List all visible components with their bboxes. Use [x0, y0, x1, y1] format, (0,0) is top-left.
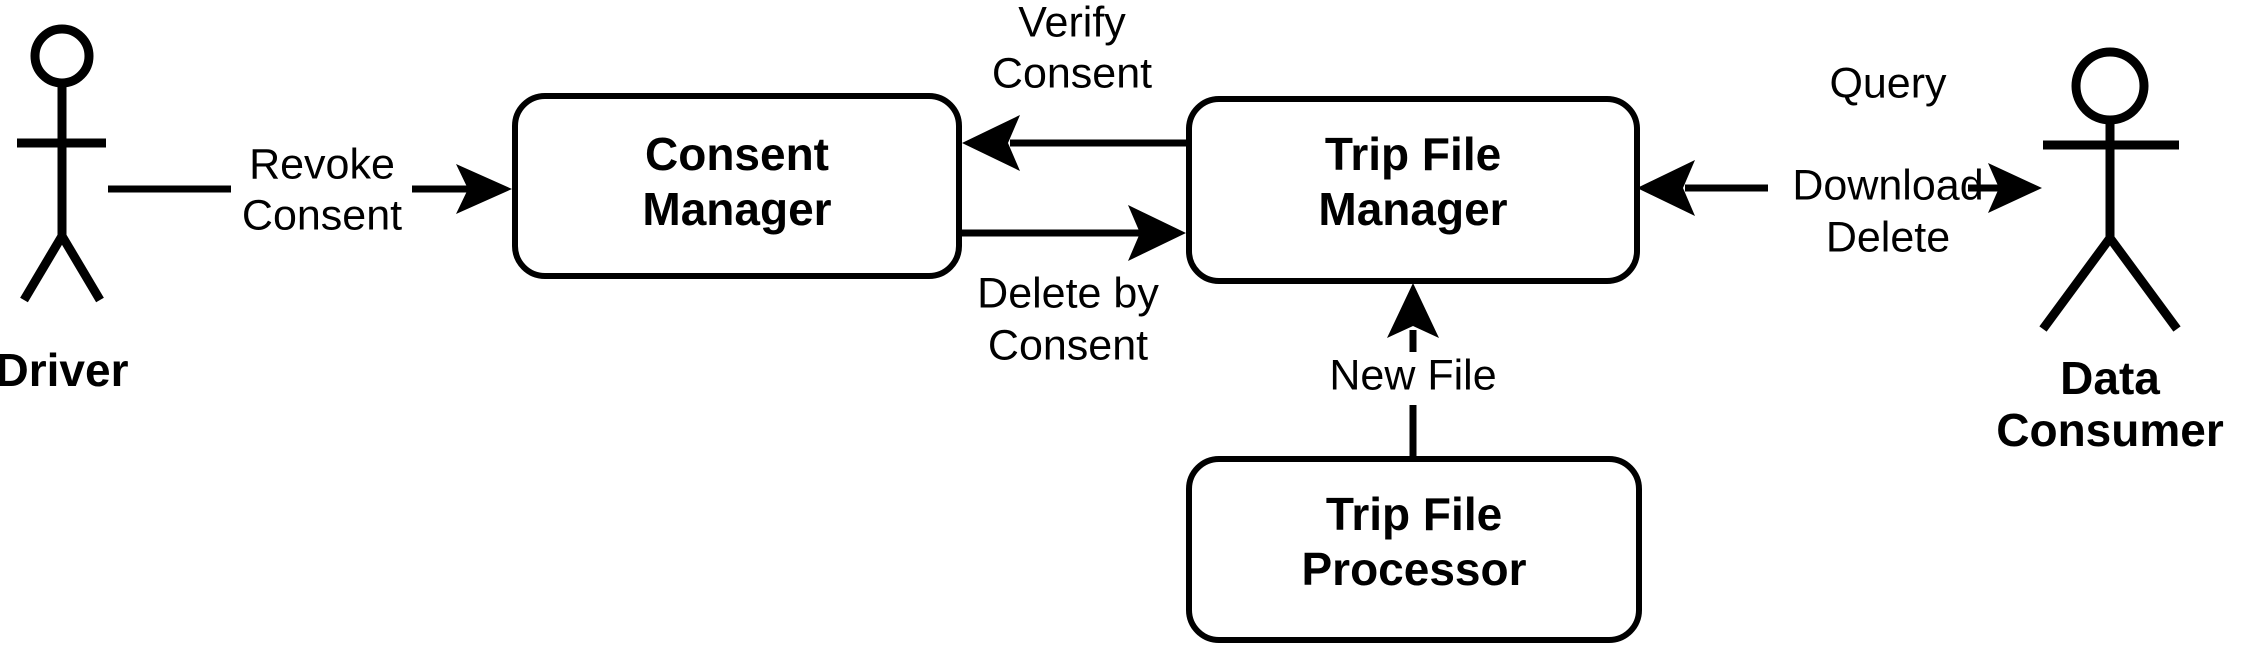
node-trip-file-processor[interactable]: Trip File Processor: [1186, 456, 1642, 643]
edge-revoke-consent[interactable]: Revoke Consent: [108, 140, 512, 239]
query-download-delete-right-arrowhead-icon: [1988, 163, 2042, 213]
trip-file-manager-label-line2: Manager: [1318, 183, 1507, 235]
verify-consent-arrowhead-icon: [962, 115, 1020, 171]
data-consumer-head-icon: [2071, 47, 2149, 125]
edge-delete-by-consent[interactable]: Delete by Consent: [962, 205, 1186, 369]
data-consumer-right-leg-icon: [2106, 235, 2181, 332]
edge-verify-consent[interactable]: Verify Consent: [962, 0, 1186, 171]
driver-left-leg-icon: [20, 233, 66, 303]
trip-file-processor-label-line2: Processor: [1301, 543, 1526, 595]
trip-file-processor-label-line1: Trip File: [1326, 488, 1502, 540]
actor-data-consumer-label-line2: Consumer: [1996, 404, 2224, 456]
edge-revoke-consent-label-line1: Revoke: [249, 140, 395, 188]
trip-file-processor-box: [1186, 456, 1642, 643]
edge-query-download-delete[interactable]: Query Download Delete: [1637, 59, 2042, 261]
consent-manager-label-line2: Manager: [642, 183, 831, 235]
node-consent-manager[interactable]: Consent Manager: [512, 93, 962, 279]
data-consumer-left-leg-icon: [2039, 235, 2114, 332]
trip-file-manager-label-line1: Trip File: [1325, 128, 1501, 180]
driver-right-leg-icon: [58, 233, 104, 303]
query-download-delete-left-arrowhead-icon: [1637, 160, 1695, 216]
actor-data-consumer[interactable]: Data Consumer: [1996, 47, 2224, 456]
consent-manager-label-line1: Consent: [645, 128, 829, 180]
new-file-arrowhead-icon: [1387, 283, 1439, 338]
delete-by-consent-arrowhead-icon: [1128, 205, 1186, 261]
edge-new-file-label: New File: [1329, 351, 1496, 399]
edge-query-download-delete-label-line3: Delete: [1826, 213, 1950, 261]
edge-delete-by-consent-label-line2: Consent: [988, 321, 1148, 369]
edge-new-file[interactable]: New File: [1329, 283, 1497, 457]
revoke-consent-arrowhead-icon: [456, 164, 512, 214]
actor-driver-label: Driver: [0, 344, 129, 396]
actor-driver[interactable]: Driver: [0, 24, 129, 396]
consent-manager-box: [512, 93, 962, 279]
driver-head-icon: [30, 24, 94, 88]
edge-revoke-consent-label-line2: Consent: [242, 191, 402, 239]
edge-verify-consent-label-line1: Verify: [1018, 0, 1126, 46]
trip-file-manager-box: [1186, 96, 1640, 284]
edge-query-download-delete-label-line1: Query: [1829, 59, 1947, 107]
edge-delete-by-consent-label-line1: Delete by: [977, 269, 1159, 317]
node-trip-file-manager[interactable]: Trip File Manager: [1186, 96, 1640, 284]
edge-query-download-delete-label-line2: Download: [1792, 161, 1983, 209]
edge-verify-consent-label-line2: Consent: [992, 49, 1152, 97]
actor-data-consumer-label-line1: Data: [2060, 352, 2160, 404]
